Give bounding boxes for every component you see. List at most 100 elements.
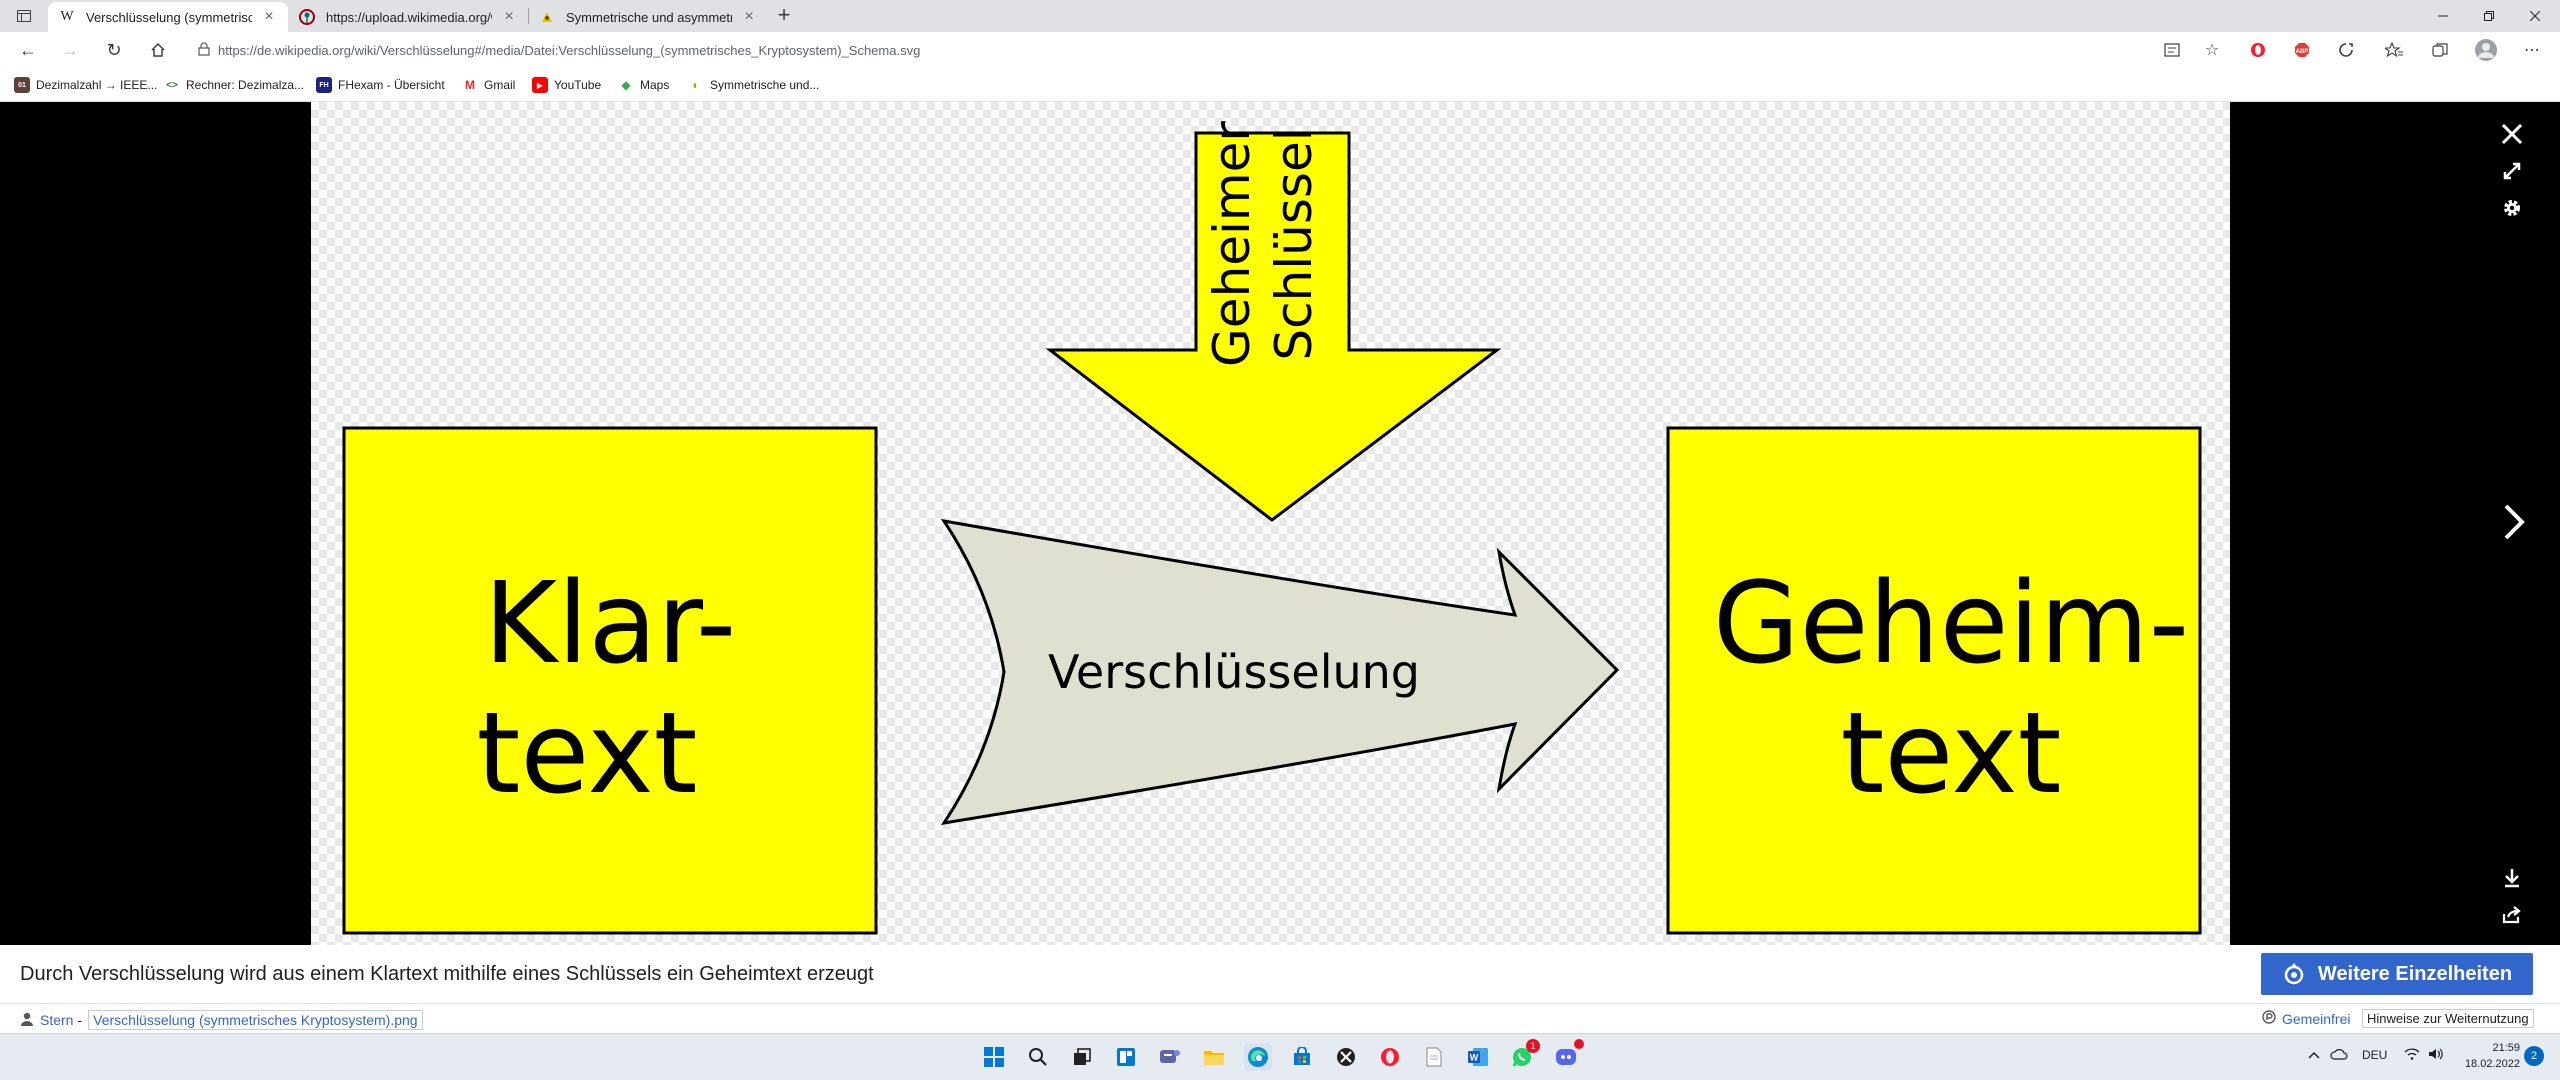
bookmark-fhexam[interactable]: FH FHexam - Übersicht bbox=[316, 75, 445, 95]
bookmark-maps[interactable]: ◆ Maps bbox=[618, 75, 669, 95]
back-icon[interactable]: ← bbox=[19, 39, 37, 60]
gmail-icon: M bbox=[465, 78, 475, 92]
lock-icon[interactable] bbox=[190, 41, 218, 59]
new-tab-button[interactable]: + bbox=[777, 2, 791, 27]
image-stage: Klar- text Geheim- text Geheimer Schlüss… bbox=[311, 102, 2230, 945]
image-caption: Durch Verschlüsselung wird aus einem Kla… bbox=[20, 963, 874, 985]
commons-icon bbox=[2282, 962, 2306, 986]
notification-count[interactable]: 2 bbox=[2524, 1046, 2544, 1066]
collections-icon[interactable] bbox=[2426, 36, 2454, 64]
volume-icon[interactable] bbox=[2428, 1048, 2444, 1063]
media-viewer: Klar- text Geheim- text Geheimer Schlüss… bbox=[0, 102, 2560, 945]
extension-icon[interactable] bbox=[2332, 36, 2360, 64]
plaintext-label-line2: text bbox=[476, 689, 697, 819]
settings-more-icon[interactable]: ⋯ bbox=[2524, 42, 2540, 59]
windows-start-icon[interactable] bbox=[980, 1043, 1008, 1071]
plaintext-box bbox=[342, 426, 878, 935]
task-view-icon[interactable] bbox=[1068, 1043, 1096, 1071]
ciphertext-label-line1: Geheim- bbox=[1713, 559, 2189, 689]
adblock-icon[interactable]: ABP bbox=[2288, 36, 2316, 64]
file-explorer-icon[interactable] bbox=[1200, 1043, 1228, 1071]
bookmark-label: Maps bbox=[640, 78, 670, 92]
svg-text:W: W bbox=[1470, 1053, 1479, 1063]
forward-icon[interactable]: → bbox=[61, 39, 79, 60]
svg-text:ABP: ABP bbox=[2296, 49, 2309, 55]
close-tab-icon[interactable]: × bbox=[744, 8, 754, 25]
word-icon[interactable]: W bbox=[1464, 1043, 1492, 1071]
reuse-button[interactable]: Hinweise zur Weiternutzung bbox=[2362, 1009, 2534, 1028]
search-icon[interactable] bbox=[1024, 1043, 1052, 1071]
opera-icon[interactable] bbox=[2244, 36, 2272, 64]
key-label-line2: Schlüssel bbox=[1265, 127, 1323, 360]
wifi-icon[interactable] bbox=[2404, 1048, 2420, 1063]
address-bar[interactable]: https://de.wikipedia.org/wiki/Verschlüss… bbox=[190, 35, 2190, 65]
key-label-line1: Geheimer bbox=[1203, 121, 1261, 367]
share-icon[interactable] bbox=[2494, 897, 2530, 933]
encryption-arrow-label: Verschlüsselung bbox=[1048, 645, 1420, 699]
system-clock[interactable]: 21:59 18.02.2022 bbox=[2460, 1040, 2520, 1072]
close-tab-icon[interactable]: × bbox=[264, 8, 274, 25]
wikipedia-icon: W bbox=[60, 9, 74, 24]
clock-date: 18.02.2022 bbox=[2464, 1058, 2520, 1070]
download-icon[interactable] bbox=[2494, 860, 2530, 896]
bookmark-gmail[interactable]: M Gmail bbox=[462, 75, 515, 95]
tab-strip: W Verschlüsselung (symmetrisches × https… bbox=[0, 0, 2560, 32]
widgets-icon[interactable] bbox=[1112, 1043, 1140, 1071]
notepad-icon[interactable] bbox=[1420, 1043, 1448, 1071]
favorites-icon[interactable] bbox=[2380, 36, 2408, 64]
author-separator: - bbox=[77, 1012, 83, 1028]
teams-chat-icon[interactable] bbox=[1156, 1043, 1184, 1071]
bookmark-fh-icon: FH bbox=[316, 77, 332, 93]
plaintext-label-line1: Klar- bbox=[484, 559, 737, 689]
more-details-button[interactable]: Weitere Einzelheiten bbox=[2261, 953, 2533, 995]
bookmark-binary-icon: 01 bbox=[14, 77, 30, 93]
caption-bar: Durch Verschlüsselung wird aus einem Kla… bbox=[0, 945, 2560, 1003]
url-text: https://de.wikipedia.org/wiki/Verschlüss… bbox=[218, 42, 921, 58]
youtube-icon: ▶ bbox=[532, 77, 548, 93]
whatsapp-icon[interactable]: 1 bbox=[1508, 1039, 1540, 1071]
chevron-up-icon[interactable] bbox=[2308, 1048, 2320, 1062]
tab-symmetrische[interactable]: Symmetrische und asymmetrisch × bbox=[528, 2, 768, 32]
crypto-page-icon: ◐ bbox=[692, 78, 700, 92]
xbox-icon[interactable] bbox=[1332, 1043, 1360, 1071]
metadata-bar: Stern - Verschlüsselung (symmetrisches K… bbox=[0, 1003, 2560, 1033]
license-link[interactable]: Gemeinfrei bbox=[2282, 1010, 2351, 1027]
filename-link[interactable]: Verschlüsselung (symmetrisches Kryptosys… bbox=[88, 1010, 423, 1030]
reader-view-icon[interactable] bbox=[2158, 36, 2186, 64]
bookmark-label: YouTube bbox=[554, 78, 602, 92]
discord-badge bbox=[1574, 1039, 1584, 1049]
clock-time: 21:59 bbox=[2492, 1042, 2520, 1054]
cloud-sync-icon[interactable] bbox=[2330, 1048, 2348, 1063]
discord-icon[interactable] bbox=[1552, 1039, 1584, 1071]
bookmark-rechner[interactable]: <> Rechner: Dezimalza... bbox=[164, 75, 304, 95]
minimize-icon[interactable] bbox=[2420, 0, 2466, 32]
gear-icon[interactable] bbox=[2494, 190, 2530, 226]
add-favorite-icon[interactable]: ☆ bbox=[2204, 42, 2220, 59]
bookmark-symmetrische[interactable]: ◐ Symmetrische und... bbox=[688, 75, 819, 95]
store-icon[interactable] bbox=[1288, 1043, 1316, 1071]
close-window-icon[interactable] bbox=[2512, 0, 2558, 32]
profile-avatar-icon[interactable] bbox=[2472, 36, 2500, 64]
wikimedia-icon bbox=[298, 8, 316, 26]
close-tab-icon[interactable]: × bbox=[504, 8, 514, 25]
bookmark-label: FHexam - Übersicht bbox=[338, 78, 445, 92]
license-info: Gemeinfrei bbox=[2262, 1010, 2350, 1027]
language-indicator[interactable]: DEU bbox=[2362, 1048, 2388, 1062]
bookmarks-bar: 01 Dezimalzahl → IEEE... <> Rechner: Dez… bbox=[0, 68, 2560, 102]
edge-browser-icon[interactable] bbox=[1244, 1043, 1272, 1071]
tab-actions-icon[interactable] bbox=[8, 4, 40, 28]
user-icon bbox=[20, 1012, 34, 1029]
restore-icon[interactable] bbox=[2466, 0, 2512, 32]
opera-icon[interactable] bbox=[1376, 1043, 1404, 1071]
fullscreen-icon[interactable] bbox=[2494, 153, 2530, 189]
bookmark-youtube[interactable]: ▶ YouTube bbox=[532, 75, 601, 95]
tab-verschluesselung[interactable]: W Verschlüsselung (symmetrisches × bbox=[48, 2, 288, 32]
reload-icon[interactable]: ↻ bbox=[106, 39, 122, 60]
home-icon[interactable] bbox=[144, 36, 172, 64]
close-viewer-icon[interactable] bbox=[2494, 116, 2530, 152]
chevron-right-icon[interactable] bbox=[2494, 502, 2534, 542]
tab-upload-wikimedia[interactable]: https://upload.wikimedia.org/wi × bbox=[288, 2, 528, 32]
tab-title: https://upload.wikimedia.org/wi bbox=[326, 9, 492, 25]
bookmark-ieee[interactable]: 01 Dezimalzahl → IEEE... bbox=[14, 75, 157, 95]
author-link[interactable]: Stern bbox=[40, 1012, 74, 1028]
